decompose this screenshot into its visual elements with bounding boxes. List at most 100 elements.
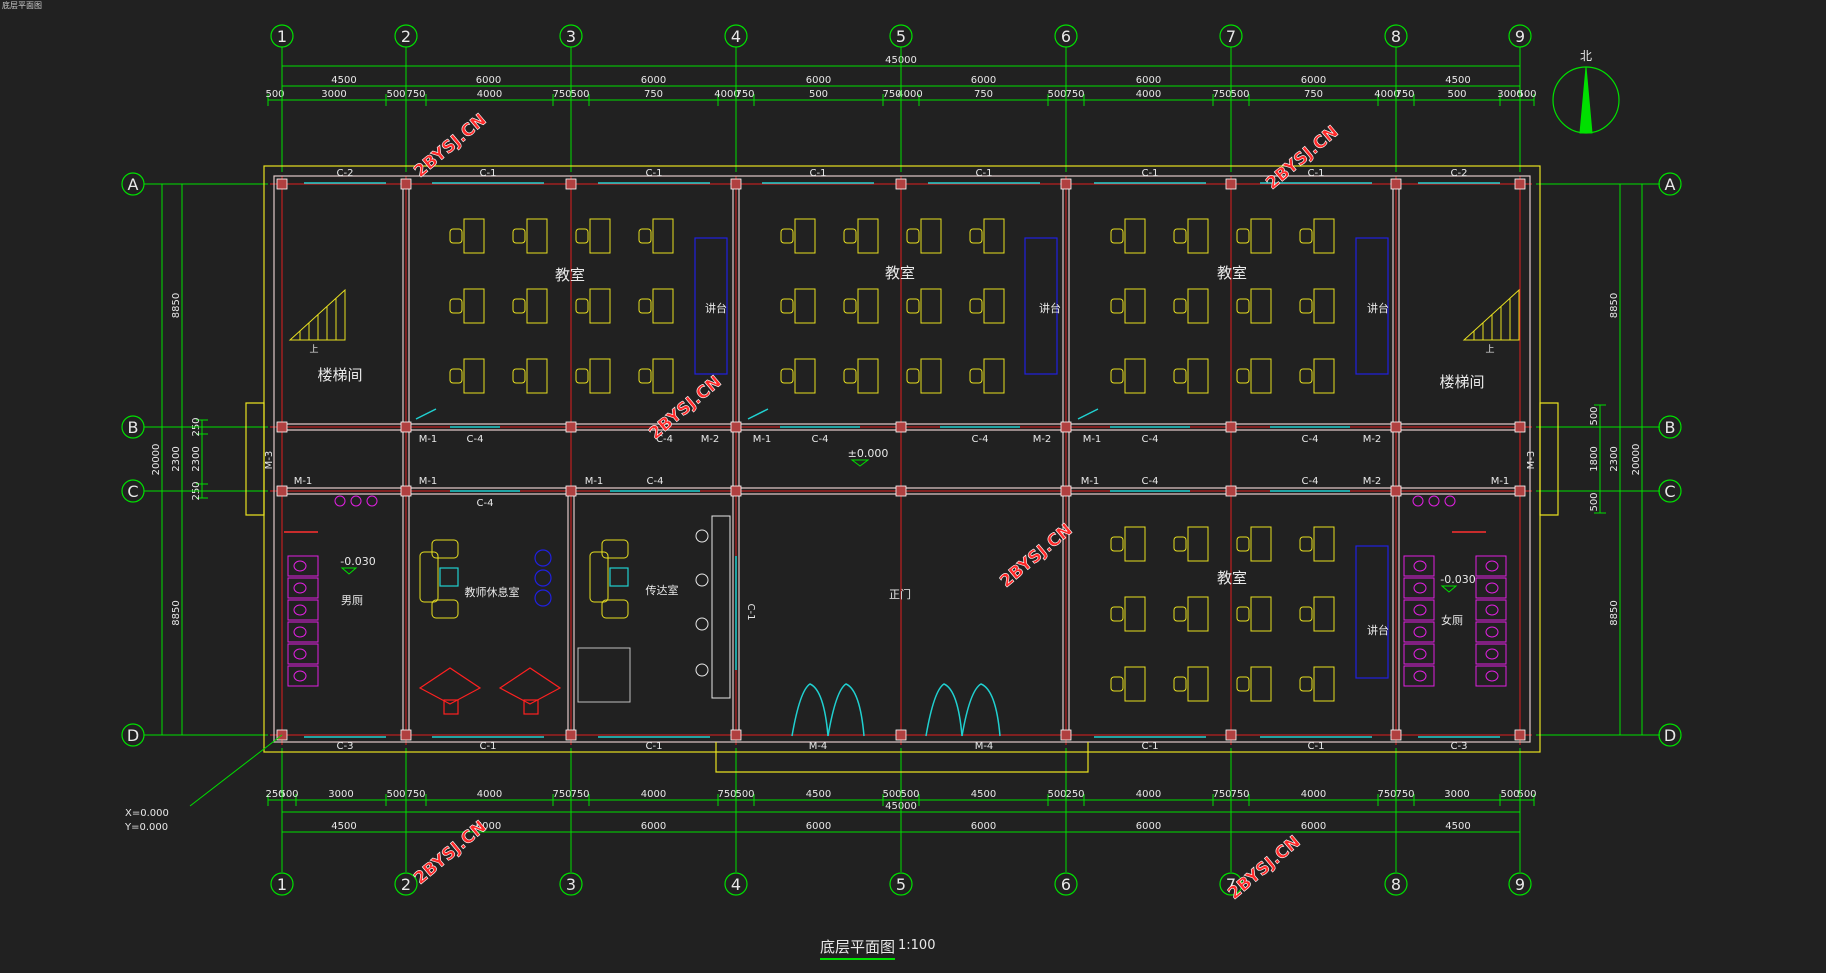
desk: [463, 288, 485, 324]
dim-top-bays-label: 6000: [1136, 75, 1161, 86]
chair: [1236, 536, 1250, 552]
dim-bottom-detail-label: 750: [552, 789, 571, 800]
column-axis-label: 4: [731, 875, 741, 894]
chair: [638, 368, 652, 384]
toilet-bowl: [1413, 648, 1427, 660]
column: [276, 178, 288, 190]
column: [565, 729, 577, 741]
dim-left-a-label: 8850: [171, 600, 182, 625]
desk: [920, 358, 942, 394]
column-axis-bubble: [889, 872, 913, 896]
porch-outline: [715, 742, 1089, 773]
column: [276, 485, 288, 497]
window-tag: C-3: [1451, 741, 1468, 752]
dim-top-detail-label: 750: [644, 89, 663, 100]
dim-bottom-detail-label: 750: [406, 789, 425, 800]
dim-top-detail-label: 4000: [714, 89, 739, 100]
wash-basin: [366, 495, 378, 507]
room-label-stair: 楼梯间: [317, 366, 362, 384]
chair: [1236, 368, 1250, 384]
wash-basin: [1428, 495, 1440, 507]
dim-top-bays-label: 4500: [1445, 75, 1470, 86]
dim-bottom-detail-label: 4500: [806, 789, 831, 800]
desk: [1250, 288, 1272, 324]
chair: [575, 228, 589, 244]
row-axis-bubble: [1658, 415, 1682, 439]
room-label-podium: 讲台: [1039, 301, 1061, 315]
stair-up-label: 上: [1485, 344, 1494, 355]
desk: [526, 358, 548, 394]
dim-top-detail-label: 750: [735, 89, 754, 100]
door-tag: M-1: [585, 476, 604, 487]
column: [1060, 729, 1072, 741]
podium: [1024, 237, 1058, 375]
toilet-stall: [1403, 577, 1435, 599]
column: [730, 178, 742, 190]
door-tag: M-3: [1526, 451, 1537, 470]
toilet-stall: [1475, 555, 1507, 577]
dim-top-detail-label: 500: [570, 89, 589, 100]
chair: [843, 228, 857, 244]
toilet-stall: [1475, 621, 1507, 643]
stool: [695, 529, 709, 543]
chair: [638, 298, 652, 314]
office-chair: [523, 699, 539, 715]
desk: [794, 288, 816, 324]
dim-top-detail-label: 4000: [1136, 89, 1161, 100]
desk: [920, 288, 942, 324]
window-tag: C-1: [1308, 741, 1325, 752]
dim-left-a-label: 2300: [171, 446, 182, 471]
dim-top-detail-label: 4000: [897, 89, 922, 100]
door-tag: M-3: [264, 451, 275, 470]
column-axis-label: 5: [896, 27, 906, 46]
dim-bottom-detail-label: 750: [1212, 789, 1231, 800]
east-porch: [1539, 402, 1559, 516]
armchair: [431, 599, 459, 619]
desk: [857, 218, 879, 254]
reception-counter: [711, 515, 731, 699]
column: [1225, 485, 1237, 497]
toilet-bowl: [293, 604, 307, 616]
dim-bottom-bays-label: 6000: [641, 821, 666, 832]
dim-top-detail-label: 3000: [1497, 89, 1522, 100]
desk: [1124, 526, 1146, 562]
dim-bottom-detail-label: 750: [1395, 789, 1414, 800]
desk: [1187, 596, 1209, 632]
room-label-classroom: 教室: [555, 266, 585, 284]
dim-bottom-bays-label: 6000: [1136, 821, 1161, 832]
dim-bottom-detail-label: 3000: [328, 789, 353, 800]
chair: [1110, 606, 1124, 622]
row-axis-label: C: [1664, 482, 1675, 501]
room-label-classroom: 教室: [885, 264, 915, 282]
dim-bottom-detail-label: 250: [1065, 789, 1084, 800]
toilet-stall: [1403, 621, 1435, 643]
column: [400, 178, 412, 190]
entrance-door-leaf: [961, 683, 1001, 737]
toilet-stall: [287, 577, 319, 599]
chair: [1110, 676, 1124, 692]
door-tag: M-4: [975, 741, 994, 752]
dim-bottom-detail-label: 500: [386, 789, 405, 800]
toilet-stall: [287, 555, 319, 577]
column-axis-bubble: [1508, 872, 1532, 896]
column-axis-label: 9: [1515, 875, 1525, 894]
wash-basin: [350, 495, 362, 507]
window-tag: C-1: [745, 604, 756, 621]
chair: [1299, 536, 1313, 552]
column-axis-label: 2: [401, 27, 411, 46]
chair: [780, 228, 794, 244]
dim-top-bays-label: 6000: [1301, 75, 1326, 86]
window-tag: C-4: [1142, 434, 1159, 445]
column: [1225, 729, 1237, 741]
dim-top-detail-label: 750: [974, 89, 993, 100]
dim-top-detail-label: 4000: [1374, 89, 1399, 100]
chair: [906, 298, 920, 314]
desk: [1250, 526, 1272, 562]
room-label-stair: 楼梯间: [1439, 373, 1484, 391]
dim-top-detail-label: 750: [552, 89, 571, 100]
room-label-layer: 教室教室教室教室楼梯间楼梯间讲台讲台讲台讲台男厕女厕教师休息室传达室正门上上±0…: [124, 264, 1495, 833]
desk: [652, 218, 674, 254]
